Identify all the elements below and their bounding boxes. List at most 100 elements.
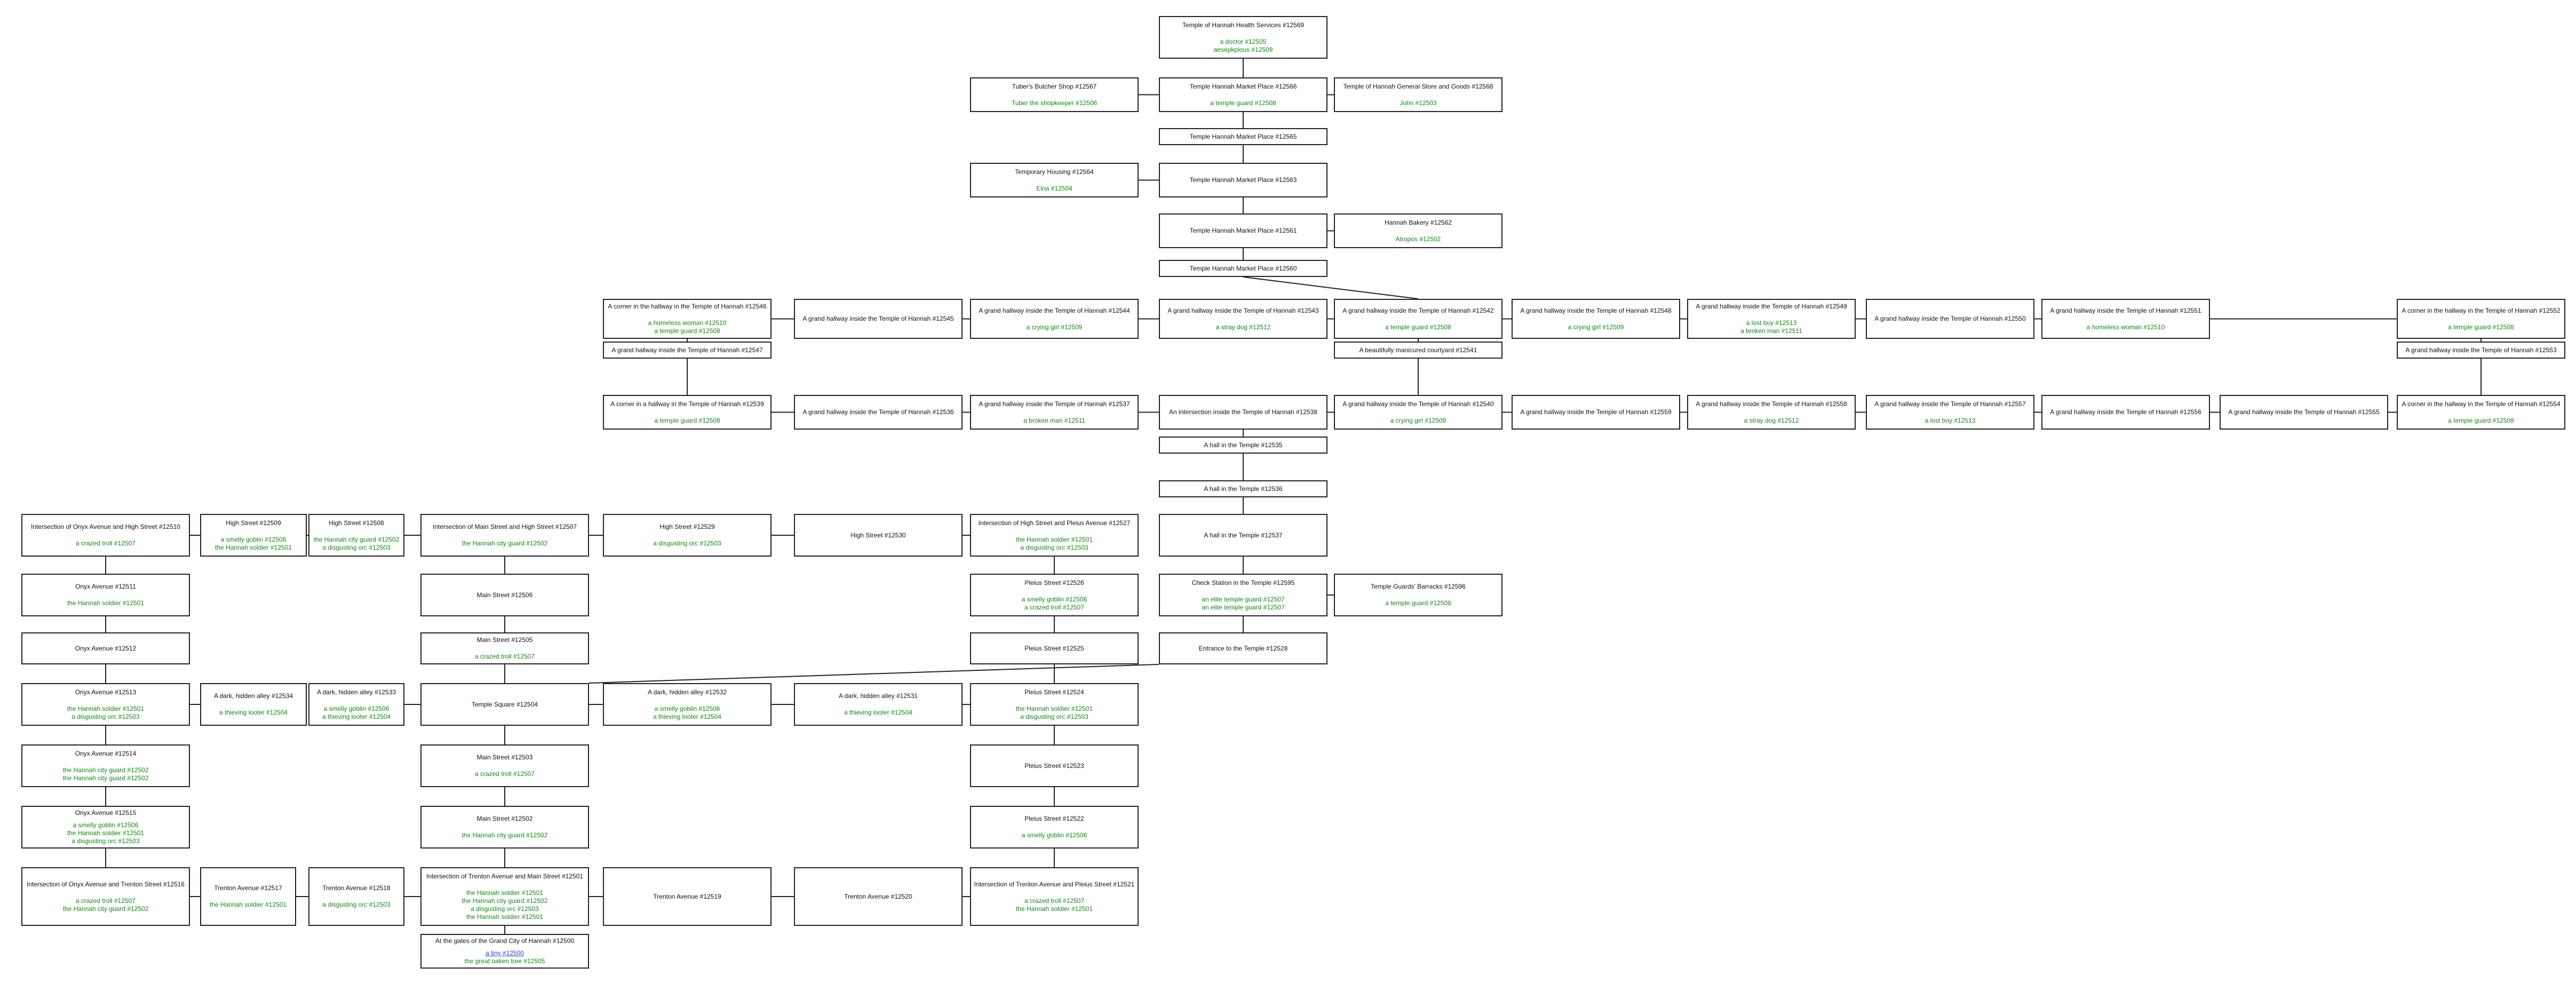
room-entity[interactable]: a temple guard #12508 bbox=[654, 416, 720, 424]
room-node[interactable]: A grand hallway inside the Temple of Han… bbox=[2397, 342, 2565, 359]
room-node[interactable]: A grand hallway inside the Temple of Han… bbox=[603, 342, 772, 359]
room-node[interactable]: Intersection of High Street and Pleius A… bbox=[970, 514, 1139, 557]
room-entity[interactable]: a temple guard #12508 bbox=[2448, 416, 2514, 424]
room-node[interactable]: Intersection of Trenton Avenue and Main … bbox=[420, 867, 589, 926]
room-entity[interactable]: Tuber the shopkeeper #12506 bbox=[1011, 99, 1098, 107]
room-node[interactable]: Entrance to the Temple #12528 bbox=[1159, 632, 1327, 664]
room-node[interactable]: Trenton Avenue #12519 bbox=[603, 867, 772, 926]
room-entity[interactable]: a smelly goblin #12506 bbox=[654, 704, 720, 712]
room-entity[interactable]: a thieving looter #12504 bbox=[844, 709, 913, 716]
room-entity[interactable]: a disgusting orc #12503 bbox=[1020, 543, 1088, 551]
room-entity[interactable]: a smelly goblin #12506 bbox=[220, 535, 287, 543]
room-entity[interactable]: a temple guard #12508 bbox=[1385, 323, 1451, 331]
room-entity[interactable]: the Hannah soldier #12501 bbox=[466, 889, 544, 897]
room-node[interactable]: A grand hallway inside the Temple of Han… bbox=[2041, 395, 2210, 430]
room-node[interactable]: Intersection of Trenton Avenue and Pleiu… bbox=[970, 867, 1139, 926]
room-node[interactable]: Temple Hannah Market Place #12560 bbox=[1159, 260, 1327, 277]
room-node[interactable]: A grand hallway inside the Temple of Han… bbox=[970, 395, 1139, 430]
room-node[interactable]: A grand hallway inside the Temple of Han… bbox=[1159, 299, 1327, 339]
room-entity[interactable]: an elite temple guard #12507 bbox=[1202, 595, 1285, 603]
room-entity[interactable]: a smelly goblin #12506 bbox=[73, 821, 139, 829]
room-node[interactable]: A grand hallway inside the Temple of Han… bbox=[1334, 395, 1502, 430]
room-entity[interactable]: a crazed troll #12507 bbox=[75, 540, 136, 547]
room-entity[interactable]: a disgusting orc #12503 bbox=[322, 543, 391, 551]
room-entity[interactable]: the Hannah city guard #12502 bbox=[462, 831, 548, 839]
room-entity[interactable]: a temple guard #12508 bbox=[2448, 323, 2514, 331]
room-node[interactable]: Pleius Street #12525 bbox=[970, 632, 1139, 664]
room-entity[interactable]: a doctor #12505 bbox=[1220, 37, 1267, 45]
room-entity[interactable]: the Hannah city guard #12502 bbox=[462, 897, 548, 905]
room-node[interactable]: Intersection of Onyx Avenue and Trenton … bbox=[21, 867, 190, 926]
room-entity[interactable]: a crazed troll #12507 bbox=[474, 770, 535, 778]
room-node[interactable]: At the gates of the Grand City of Hannah… bbox=[420, 934, 589, 969]
room-entity[interactable]: a lost boy #12513 bbox=[1746, 319, 1797, 327]
room-node[interactable]: A grand hallway inside the Temple of Han… bbox=[2041, 299, 2210, 339]
room-node[interactable]: Trenton Avenue #12520 bbox=[794, 867, 963, 926]
room-node[interactable]: Temple Hannah Market Place #12565 bbox=[1159, 128, 1327, 145]
room-node[interactable]: High Street #12530 bbox=[794, 514, 963, 557]
room-entity[interactable]: a crying girl #12509 bbox=[1390, 416, 1446, 424]
room-entity[interactable]: the Hannah soldier #12501 bbox=[67, 829, 145, 837]
room-entity[interactable]: a homeless woman #12510 bbox=[648, 319, 727, 327]
room-node[interactable]: Temple of Hannah General Store and Goods… bbox=[1334, 77, 1502, 112]
room-node[interactable]: Temple Square #12504 bbox=[420, 683, 589, 726]
room-node[interactable]: A grand hallway inside the Temple of Han… bbox=[1866, 395, 2034, 430]
room-node[interactable]: A hall in the Temple #12535 bbox=[1159, 437, 1327, 454]
room-node[interactable]: A grand hallway inside the Temple of Han… bbox=[1687, 299, 1856, 339]
room-entity[interactable]: a disgusting orc #12503 bbox=[71, 712, 140, 720]
room-entity[interactable]: a crazed troll #12507 bbox=[474, 653, 535, 660]
room-node[interactable]: A grand hallway inside the Temple of Han… bbox=[1512, 299, 1680, 339]
room-node[interactable]: A hall in the Temple #12536 bbox=[1159, 480, 1327, 497]
room-entity[interactable]: a thieving looter #12504 bbox=[653, 712, 722, 720]
room-entity[interactable]: a lost boy #12513 bbox=[1925, 416, 1976, 424]
room-node[interactable]: Intersection of Onyx Avenue and High Str… bbox=[21, 514, 190, 557]
room-entity[interactable]: a smelly goblin #12506 bbox=[323, 704, 389, 712]
room-entity[interactable]: the Hannah soldier #12501 bbox=[1015, 905, 1093, 913]
room-entity[interactable]: the Hannah soldier #12501 bbox=[214, 543, 292, 551]
room-node[interactable]: A beautifully manicured courtyard #12541 bbox=[1334, 342, 1502, 359]
room-node[interactable]: Main Street #12506 bbox=[420, 574, 589, 616]
room-entity[interactable]: the Hannah soldier #12501 bbox=[1015, 704, 1093, 712]
room-entity[interactable]: Atropos #12502 bbox=[1395, 235, 1441, 243]
room-entity[interactable]: a temple guard #12508 bbox=[1385, 599, 1451, 607]
room-entity[interactable]: the great oaken tree #12505 bbox=[464, 957, 545, 965]
room-entity[interactable]: a homeless woman #12510 bbox=[2086, 323, 2165, 331]
room-node[interactable]: Intersection of Main Street and High Str… bbox=[420, 514, 589, 557]
room-entity[interactable]: a stray dog #12512 bbox=[1744, 416, 1799, 424]
room-entity[interactable]: the Hannah soldier #12501 bbox=[209, 901, 287, 908]
room-node[interactable]: A grand hallway inside the Temple of Han… bbox=[1687, 395, 1856, 430]
room-entity[interactable]: the Hannah city guard #12502 bbox=[462, 540, 548, 547]
room-node[interactable]: Temple Hannah Market Place #12563 bbox=[1159, 163, 1327, 197]
room-node[interactable]: An intersection inside the Temple of Han… bbox=[1159, 395, 1327, 430]
room-entity[interactable]: a crying girl #12509 bbox=[1568, 323, 1624, 331]
room-entity[interactable]: a tiny #12500 bbox=[485, 949, 524, 957]
room-node[interactable]: Onyx Avenue #12512 bbox=[21, 632, 190, 664]
room-node[interactable]: Temple Hannah Market Place #12561 bbox=[1159, 213, 1327, 248]
room-node[interactable]: A corner in the hallway in the Temple of… bbox=[603, 299, 772, 339]
room-entity[interactable]: the Hannah city guard #12502 bbox=[62, 905, 149, 913]
room-node[interactable]: A grand hallway inside the Temple of Han… bbox=[1512, 395, 1680, 430]
room-entity[interactable]: a crazed troll #12507 bbox=[1024, 603, 1085, 611]
room-node[interactable]: A corner in the hallway in the Temple of… bbox=[2397, 395, 2565, 430]
room-node[interactable]: A grand hallway inside the Temple of Han… bbox=[1334, 299, 1502, 339]
